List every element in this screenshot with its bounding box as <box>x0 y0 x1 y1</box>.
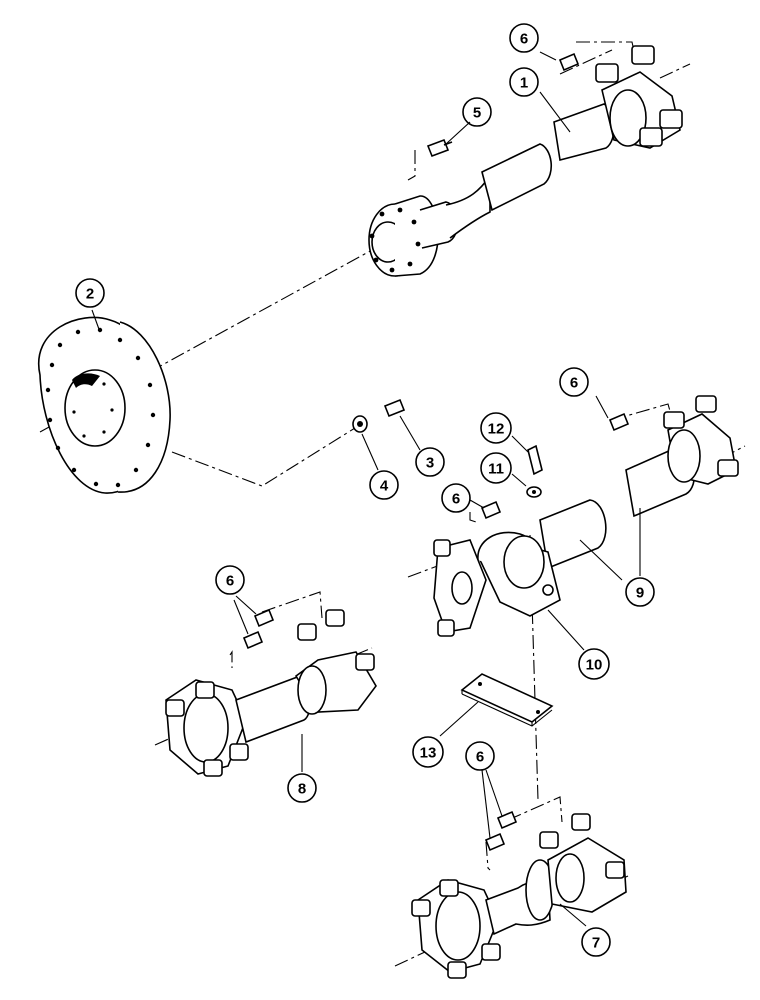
bolt-item-6-bottom-b <box>484 832 506 852</box>
upper-drive-shaft <box>368 45 683 277</box>
callout-6-top: 6 <box>509 23 539 53</box>
callout-6-mid: 6 <box>441 483 471 513</box>
callout-5: 5 <box>462 97 492 127</box>
shim-plate <box>460 673 554 727</box>
callout-6-left: 6 <box>215 565 245 595</box>
callout-4: 4 <box>369 470 399 500</box>
callout-label: 4 <box>380 478 389 495</box>
bolt-item-12 <box>527 444 543 476</box>
callout-8: 8 <box>287 773 317 803</box>
washer-item-4 <box>352 415 368 433</box>
bolt-item-3 <box>383 398 406 418</box>
short-drive-shaft-left <box>165 609 377 777</box>
short-drive-shaft-bottom <box>411 813 627 979</box>
callout-label: 6 <box>226 573 234 590</box>
callout-9: 9 <box>625 577 655 607</box>
callout-label: 6 <box>520 31 528 48</box>
callout-label: 11 <box>488 461 504 478</box>
center-bearing-bracket <box>477 531 561 617</box>
universal-joint-top <box>595 45 683 149</box>
callout-label: 1 <box>520 75 528 92</box>
bolt-item-6-top <box>558 52 580 72</box>
callout-label: 6 <box>476 749 484 766</box>
callout-3: 3 <box>415 447 445 477</box>
callout-2: 2 <box>75 278 105 308</box>
callout-11: 11 <box>480 452 512 484</box>
callout-1: 1 <box>509 67 539 97</box>
yoke-flange-left <box>433 539 487 637</box>
callout-label: 2 <box>86 286 94 303</box>
flange-bolt-holes <box>369 207 421 273</box>
callout-label: 8 <box>298 781 306 798</box>
callout-6-right: 6 <box>559 367 589 397</box>
callout-7: 7 <box>581 927 611 957</box>
bolt-item-6-right <box>608 412 630 432</box>
callout-12: 12 <box>480 412 512 444</box>
leader-arrows <box>91 51 641 927</box>
callout-label: 9 <box>636 585 644 602</box>
center-shaft <box>539 395 739 570</box>
bolt-item-6-left-a <box>253 608 275 628</box>
callout-label: 5 <box>473 105 481 122</box>
universal-joint-right <box>663 395 739 485</box>
callout-6-bottom: 6 <box>465 741 495 771</box>
callout-label: 13 <box>420 745 437 762</box>
bolt-item-6-bottom-a <box>496 810 518 830</box>
callout-label: 6 <box>570 375 578 392</box>
bolt-item-6-mid <box>480 500 502 520</box>
washer-item-11 <box>526 486 542 498</box>
bolt-item-6-left-b <box>242 630 264 650</box>
callout-13: 13 <box>412 736 444 768</box>
callout-label: 7 <box>592 935 600 952</box>
callout-10: 10 <box>578 648 610 680</box>
callout-label: 6 <box>452 491 460 508</box>
callout-label: 3 <box>426 455 434 472</box>
callout-label: 12 <box>488 421 505 438</box>
flywheel-bolt-holes <box>45 327 156 488</box>
flywheel-disc <box>37 316 171 494</box>
bolt-item-5 <box>426 138 453 158</box>
callout-label: 10 <box>586 657 603 674</box>
